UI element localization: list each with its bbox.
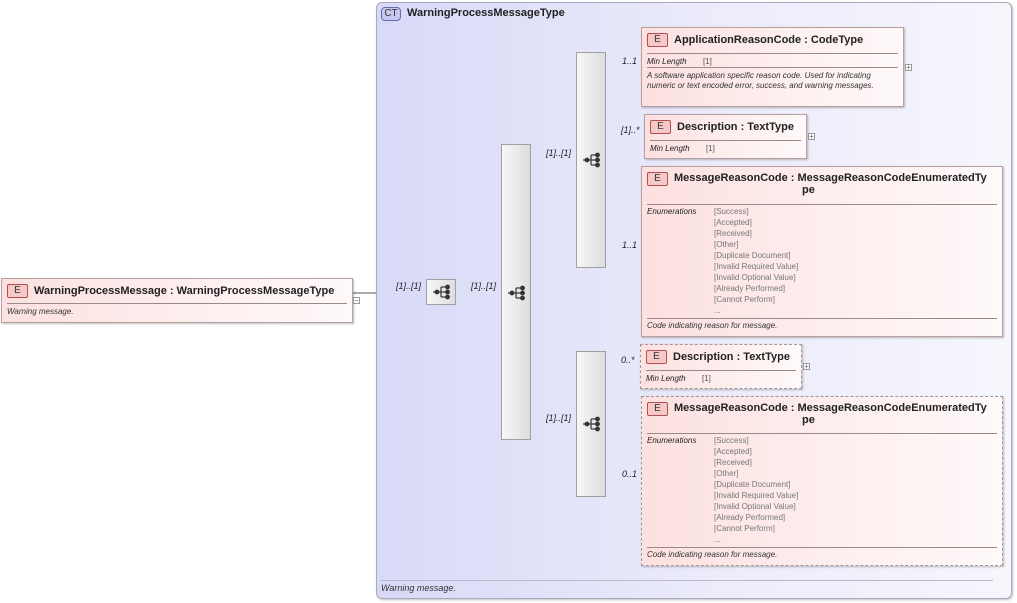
root-element-box[interactable]: E WarningProcessMessage : WarningProcess…: [1, 278, 353, 323]
enumeration-value: [Invalid Optional Value]: [714, 273, 796, 282]
element-title: MessageReasonCode : MessageReasonCodeEnu…: [674, 402, 996, 426]
root-element-documentation: Warning message.: [7, 307, 74, 316]
element-divider: [646, 370, 796, 371]
cardinality-reason-b: 0..1: [622, 469, 638, 479]
enumeration-value: [Cannot Perform]: [714, 524, 775, 533]
enumeration-value: ...: [714, 535, 721, 544]
facet-value: [1]: [702, 374, 711, 383]
element-divider: [647, 67, 898, 68]
element-message-reason-code-a[interactable]: E MessageReasonCode : MessageReasonCodeE…: [641, 166, 1003, 337]
enumeration-value: [Invalid Required Value]: [714, 491, 799, 500]
element-badge: E: [650, 120, 671, 134]
enumeration-value: [Received]: [714, 229, 752, 238]
element-documentation: Code indicating reason for message.: [647, 550, 778, 559]
element-title: MessageReasonCode : MessageReasonCodeEnu…: [674, 172, 996, 196]
element-title: Description : TextType: [673, 351, 790, 363]
element-title-line-1: MessageReasonCode : MessageReasonCodeEnu…: [674, 172, 987, 184]
element-documentation: A software application specific reason c…: [647, 71, 874, 90]
enumeration-value: [Other]: [714, 240, 739, 249]
enumeration-list: [Success] [Accepted] [Received] [Other] [Dup…: [714, 206, 798, 316]
cardinality-reason-a: 1..1: [622, 240, 638, 250]
facet-name: Enumerations: [647, 207, 697, 216]
complex-type-footer-divider: [380, 580, 993, 581]
enumeration-value: [Invalid Optional Value]: [714, 502, 796, 511]
enumeration-value: [Accepted]: [714, 447, 752, 456]
enumeration-value: [Already Performed]: [714, 513, 786, 522]
element-application-reason-code[interactable]: E ApplicationReasonCode : CodeType Min L…: [641, 27, 904, 107]
expand-icon[interactable]: +: [803, 362, 810, 371]
facet-value: [1]: [703, 57, 712, 66]
expand-icon[interactable]: +: [808, 132, 815, 141]
enumeration-value: [Received]: [714, 458, 752, 467]
cardinality-choice-seq-a: [1]..[1]: [546, 148, 572, 158]
element-divider: [647, 53, 898, 54]
enumeration-value: [Other]: [714, 469, 739, 478]
enumeration-value: [Success]: [714, 207, 749, 216]
element-badge: E: [7, 284, 28, 298]
element-divider: [647, 318, 997, 319]
sequence-compositor-icon: [583, 416, 600, 432]
element-title-line-2: pe: [802, 184, 815, 196]
enumeration-value: [Duplicate Document]: [714, 251, 791, 260]
facet-name: Min Length: [650, 144, 690, 153]
enumeration-value: [Already Performed]: [714, 284, 786, 293]
cardinality-desc-a: [1]..*: [621, 125, 640, 135]
sequence-compositor-icon: [508, 285, 525, 301]
sequence-compositor-icon: [433, 284, 450, 300]
expand-icon[interactable]: +: [905, 63, 912, 72]
facet-name: Min Length: [646, 374, 686, 383]
enumeration-value: [Invalid Required Value]: [714, 262, 799, 271]
element-badge: E: [647, 33, 668, 47]
complex-type-name: WarningProcessMessageType: [407, 7, 565, 19]
element-title: ApplicationReasonCode : CodeType: [674, 34, 864, 46]
element-message-reason-code-b[interactable]: E MessageReasonCode : MessageReasonCodeE…: [641, 396, 1003, 566]
facet-name: Min Length: [647, 57, 687, 66]
enumeration-value: [Cannot Perform]: [714, 295, 775, 304]
enumeration-value: [Duplicate Document]: [714, 480, 791, 489]
cardinality-choice-seq-b: [1]..[1]: [546, 413, 572, 423]
element-description-a[interactable]: E Description : TextType Min Length [1]: [644, 114, 807, 159]
element-divider: [647, 433, 997, 434]
enumeration-value: [Success]: [714, 436, 749, 445]
cardinality-seq-choice: [1]..[1]: [471, 281, 497, 291]
element-title-line-1: MessageReasonCode : MessageReasonCodeEnu…: [674, 402, 987, 414]
cardinality-app-reason: 1..1: [622, 56, 638, 66]
element-documentation: Code indicating reason for message.: [647, 321, 778, 330]
element-badge: E: [647, 172, 668, 186]
element-divider: [647, 204, 997, 205]
complex-type-documentation: Warning message.: [381, 583, 456, 593]
cardinality-desc-b: 0..*: [621, 355, 635, 365]
enumeration-value: [Accepted]: [714, 218, 752, 227]
collapse-icon[interactable]: −: [353, 296, 360, 305]
sequence-compositor-icon: [583, 152, 600, 168]
element-title-line-2: pe: [802, 414, 815, 426]
element-divider: [647, 547, 997, 548]
facet-name: Enumerations: [647, 436, 697, 445]
element-divider: [650, 140, 801, 141]
element-badge: E: [646, 350, 667, 364]
root-element-title: WarningProcessMessage : WarningProcessMe…: [34, 285, 335, 297]
complex-type-badge: CT: [381, 7, 401, 21]
enumeration-list: [Success] [Accepted] [Received] [Other] [Dup…: [714, 435, 798, 545]
element-badge: E: [647, 402, 668, 416]
facet-value: [1]: [706, 144, 715, 153]
cardinality-root-seq: [1]..[1]: [396, 281, 422, 291]
enumeration-value: ...: [714, 306, 721, 315]
element-description-b[interactable]: E Description : TextType Min Length [1]: [640, 344, 802, 389]
element-divider: [7, 303, 347, 304]
element-title: Description : TextType: [677, 121, 794, 133]
